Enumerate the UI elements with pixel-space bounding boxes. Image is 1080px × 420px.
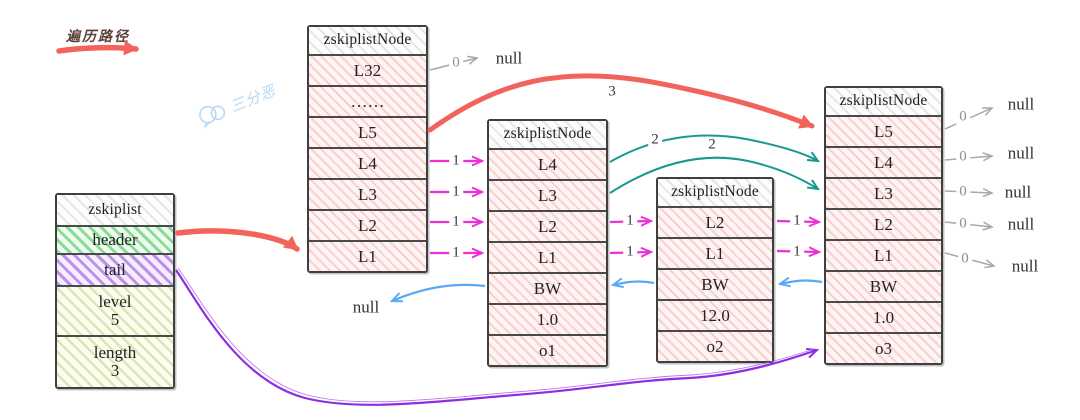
node2-row-l2: L2 bbox=[489, 210, 606, 241]
null-label-node4-l4: null bbox=[1007, 143, 1035, 163]
node3-row-l1: L1 bbox=[658, 237, 772, 268]
zskiplist-tail-field: tail bbox=[57, 253, 173, 285]
node2-row-l4: L4 bbox=[489, 148, 606, 179]
watermark: 三分恶 bbox=[194, 78, 279, 131]
watermark-text: 三分恶 bbox=[228, 82, 279, 116]
node2-row-score: 1.0 bbox=[489, 303, 606, 334]
node2-row-bw: BW bbox=[489, 272, 606, 303]
zskiplist-level-field: level 5 bbox=[57, 285, 173, 335]
zskiplist-node-2: zskiplistNode L4 L3 L2 L1 BW 1.0 o1 bbox=[487, 119, 608, 367]
null-label-node2-bw: null bbox=[352, 297, 380, 317]
zskiplist-length-field: length 3 bbox=[57, 335, 173, 387]
node3-row-obj: o2 bbox=[658, 330, 772, 361]
node4-row-l2: L2 bbox=[826, 208, 941, 239]
span-count-2: 2 bbox=[705, 137, 719, 153]
node1-title: zskiplistNode bbox=[309, 27, 426, 54]
node1-row-l3: L3 bbox=[309, 178, 426, 209]
node1-row-l32: L32 bbox=[309, 54, 426, 85]
arrow-node3-bw-to-node2-bw bbox=[613, 282, 655, 285]
node4-row-l3: L3 bbox=[826, 177, 941, 208]
level-label: level bbox=[98, 292, 132, 312]
zskiplist-node-1: zskiplistNode L32 …… L5 L4 L3 L2 L1 bbox=[307, 25, 428, 273]
node2-row-l1: L1 bbox=[489, 241, 606, 272]
span-count-1: 1 bbox=[449, 214, 463, 230]
span-count-0: 0 bbox=[449, 55, 463, 71]
node3-row-l2: L2 bbox=[658, 206, 772, 237]
span-count-1: 1 bbox=[623, 244, 637, 260]
span-count-0: 0 bbox=[956, 216, 970, 232]
node3-row-bw: BW bbox=[658, 268, 772, 299]
span-count-1: 1 bbox=[449, 153, 463, 169]
node3-row-score: 12.0 bbox=[658, 299, 772, 330]
node4-row-l4: L4 bbox=[826, 146, 941, 177]
node1-row-ellipsis: …… bbox=[309, 85, 426, 116]
zskiplist-title: zskiplist bbox=[57, 195, 173, 225]
arrow-node2-bw-to-null bbox=[392, 283, 486, 301]
span-count-1: 1 bbox=[449, 245, 463, 261]
zskiplist-box: zskiplist header tail level 5 length 3 bbox=[55, 193, 175, 389]
zskiplist-node-3: zskiplistNode L2 L1 BW 12.0 o2 bbox=[656, 177, 774, 363]
span-count-0: 0 bbox=[956, 184, 970, 200]
node1-row-l5: L5 bbox=[309, 116, 426, 147]
node4-row-l1: L1 bbox=[826, 239, 941, 270]
span-count-1: 1 bbox=[790, 213, 804, 229]
node1-row-l4: L4 bbox=[309, 147, 426, 178]
node4-title: zskiplistNode bbox=[826, 88, 941, 115]
null-label-node4-l3: null bbox=[1004, 182, 1032, 202]
node3-title: zskiplistNode bbox=[658, 179, 772, 206]
node4-row-bw: BW bbox=[826, 270, 941, 301]
span-count-1: 1 bbox=[790, 244, 804, 260]
length-value: 3 bbox=[110, 361, 120, 380]
chat-bubbles-icon bbox=[199, 105, 226, 129]
null-label-node1-l32: null bbox=[495, 48, 523, 68]
null-label-node4-l5: null bbox=[1007, 94, 1035, 114]
span-count-0: 0 bbox=[956, 149, 970, 165]
span-count-1: 1 bbox=[623, 213, 637, 229]
node2-title: zskiplistNode bbox=[489, 121, 606, 148]
arrow-header-to-node1-l1 bbox=[175, 228, 300, 252]
span-count-0: 0 bbox=[956, 109, 970, 125]
node1-row-l1: L1 bbox=[309, 240, 426, 271]
level-value: 5 bbox=[110, 310, 120, 329]
node2-row-l3: L3 bbox=[489, 179, 606, 210]
node4-row-l5: L5 bbox=[826, 115, 941, 146]
node1-row-l2: L2 bbox=[309, 209, 426, 240]
length-label: length bbox=[93, 343, 137, 363]
span-count-1: 1 bbox=[449, 184, 463, 200]
span-count-0: 0 bbox=[958, 251, 972, 267]
null-label-node4-l1: null bbox=[1011, 256, 1039, 276]
arrow-node4-bw-to-node3-bw bbox=[780, 281, 823, 284]
zskiplist-node-4: zskiplistNode L5 L4 L3 L2 L1 BW 1.0 o3 bbox=[824, 86, 943, 365]
node4-row-score: 1.0 bbox=[826, 301, 941, 332]
node2-row-obj: o1 bbox=[489, 334, 606, 365]
node4-row-obj: o3 bbox=[826, 332, 941, 363]
span-count-2: 2 bbox=[648, 132, 662, 148]
null-label-node4-l2: null bbox=[1007, 214, 1035, 234]
legend-traversal-path-label: 遍历路径 bbox=[66, 26, 130, 49]
zskiplist-header-field: header bbox=[57, 225, 173, 253]
span-count-3: 3 bbox=[605, 84, 619, 100]
